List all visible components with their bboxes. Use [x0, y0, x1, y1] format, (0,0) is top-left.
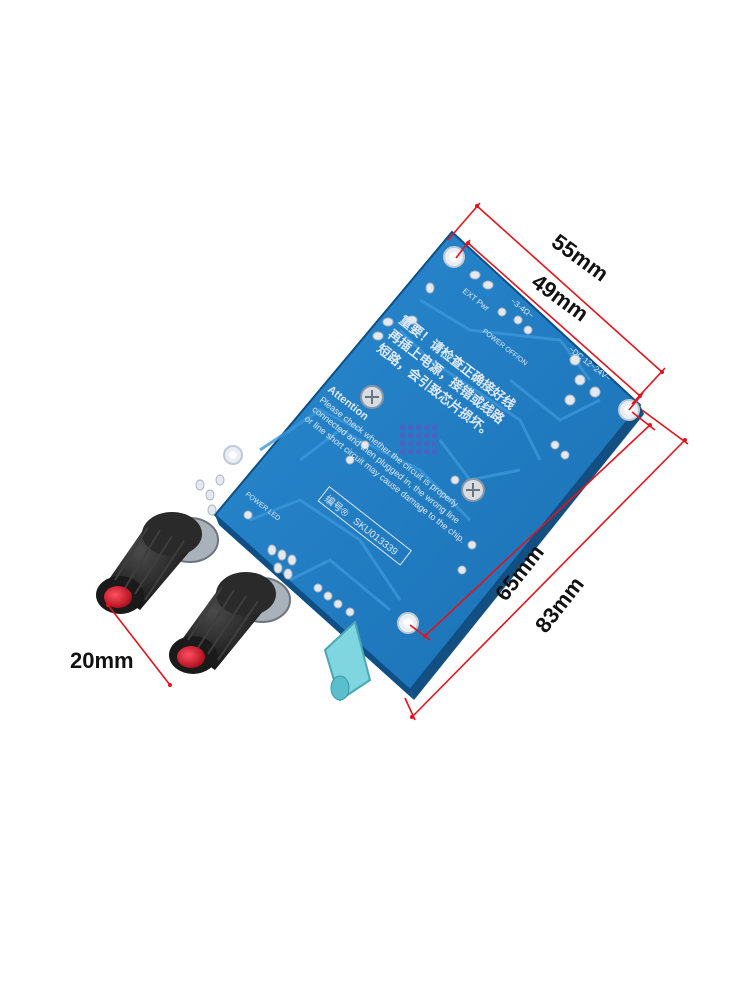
dim-49-line — [467, 242, 641, 397]
chip-pad-grid — [400, 425, 437, 454]
audio-input-jack-icon — [323, 620, 372, 702]
dim-55-ext-right — [631, 367, 666, 405]
screws — [360, 385, 485, 502]
dim-83-ext-top — [641, 409, 689, 445]
dim-20-line — [107, 604, 171, 686]
dim-55-line — [476, 205, 663, 373]
tone-knob-icon — [169, 572, 291, 674]
pcb-traces — [249, 298, 601, 612]
board-edge-right — [410, 405, 644, 700]
solder-pads — [195, 270, 601, 617]
mounting-holes — [223, 246, 640, 634]
dim-83-line — [411, 439, 686, 718]
dim-55-ext-left — [447, 202, 481, 241]
volume-knob-icon — [96, 512, 219, 614]
dim-65-ext-bottom — [409, 624, 431, 641]
dim-65-line — [424, 424, 651, 637]
dimension-lines — [107, 202, 689, 721]
dim-label-20mm: 20mm — [70, 648, 134, 673]
dim-65-ext-top — [631, 411, 656, 431]
pcb-board — [213, 230, 642, 692]
board-edge — [215, 515, 414, 700]
dimension-endpoints — [106, 204, 687, 719]
